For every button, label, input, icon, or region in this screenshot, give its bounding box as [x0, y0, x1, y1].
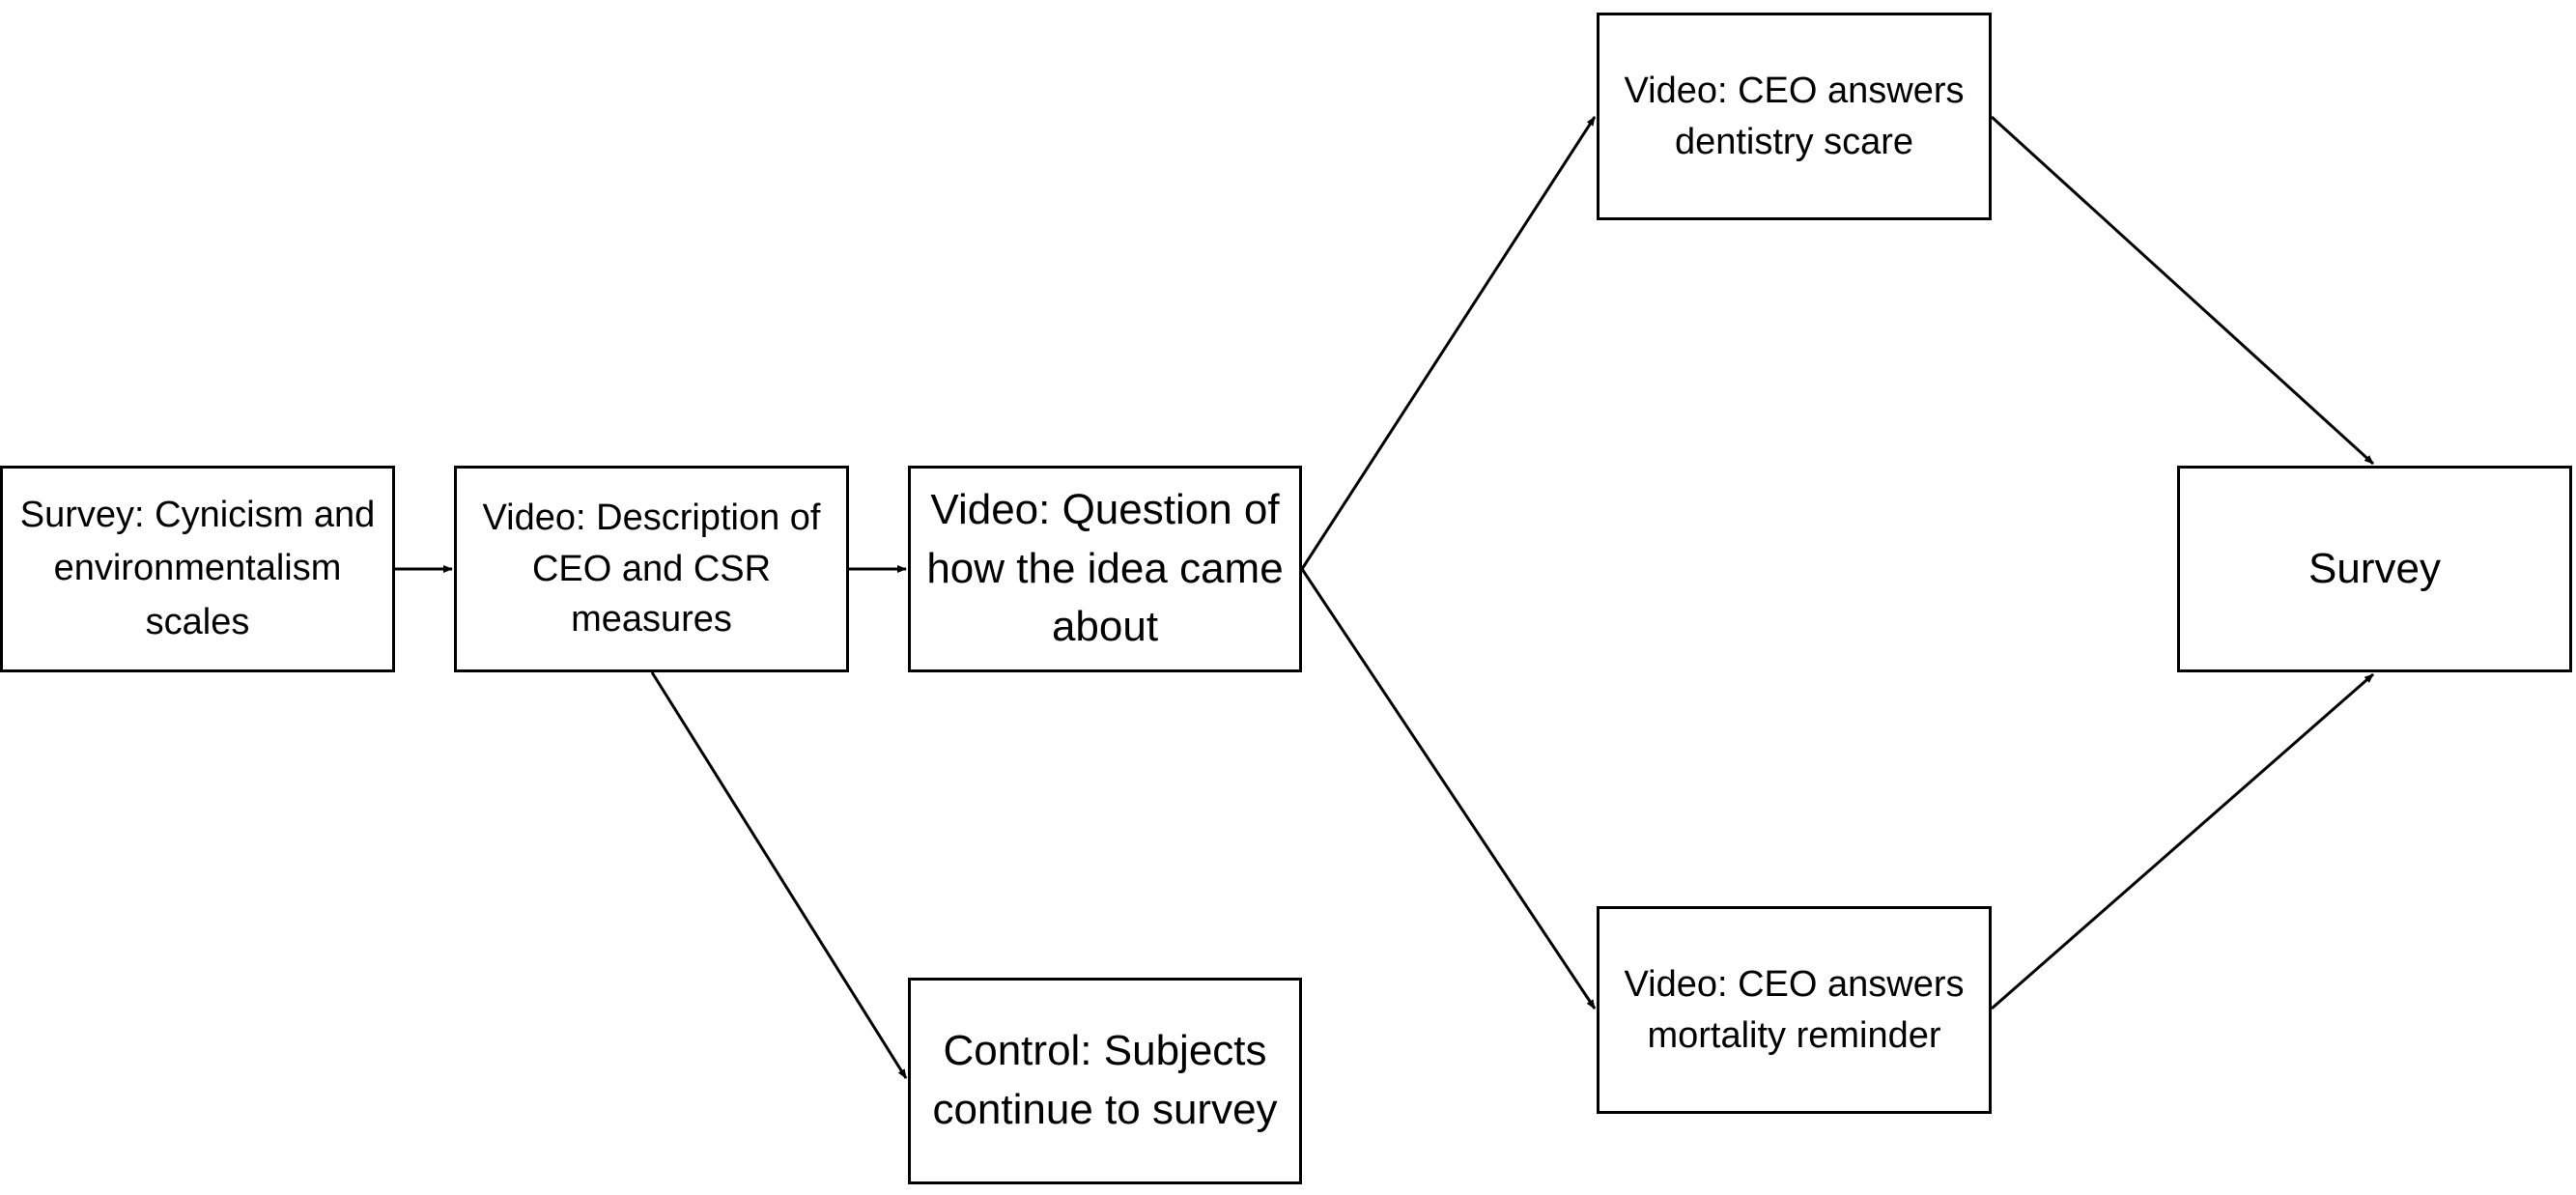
- node-label: Survey: [2308, 544, 2441, 592]
- arrow-dentistry-to-survey: [1990, 115, 2375, 466]
- node-label: Video: CEO answers dentistry scare: [1624, 71, 1965, 162]
- node-video-description: Video: Description of CEO and CSR measur…: [454, 466, 849, 672]
- node-label: Video: CEO answers mortality reminder: [1624, 964, 1965, 1056]
- node-label: Video: Description of CEO and CSR measur…: [482, 498, 821, 640]
- node-control: Control: Subjects continue to survey: [908, 978, 1302, 1184]
- node-video-question: Video: Question of how the idea came abo…: [908, 466, 1302, 672]
- node-video-dentistry: Video: CEO answers dentistry scare: [1597, 13, 1992, 220]
- node-video-mortality: Video: CEO answers mortality reminder: [1597, 906, 1992, 1114]
- arrow-mortality-to-survey: [1991, 672, 2374, 1010]
- arrow-question-to-mortality: [1300, 568, 1597, 1010]
- node-label: Survey: Cynicism and environmentalism sc…: [19, 495, 376, 642]
- node-label: Control: Subjects continue to survey: [932, 1027, 1278, 1133]
- node-survey-final: Survey: [2177, 466, 2572, 672]
- arrow-description-to-control: [650, 671, 908, 1079]
- node-survey-cynicism-scales: Survey: Cynicism and environmentalism sc…: [0, 466, 395, 672]
- arrow-question-to-dentistry: [1300, 116, 1597, 570]
- node-label: Video: Question of how the idea came abo…: [926, 485, 1284, 651]
